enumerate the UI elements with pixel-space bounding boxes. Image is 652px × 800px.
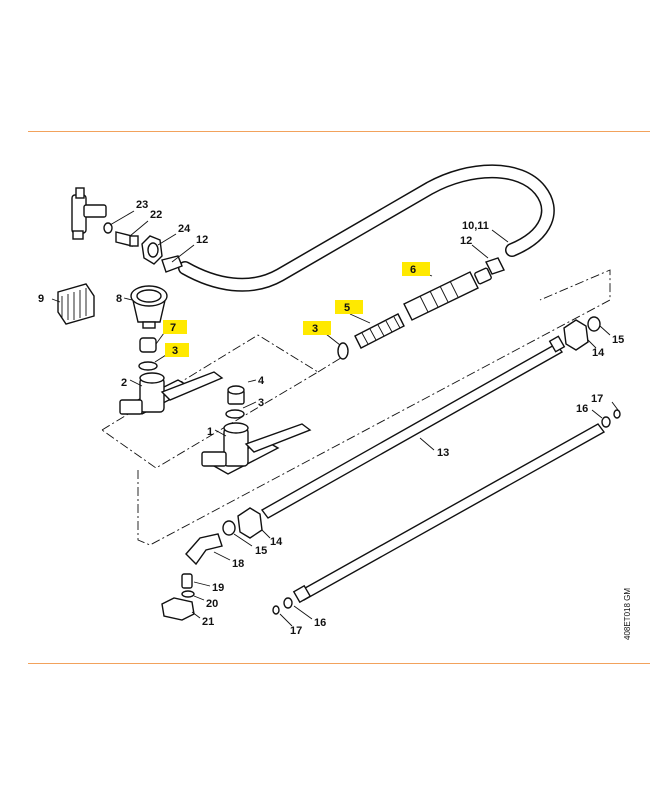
callout-9: 9	[38, 293, 44, 305]
drawing-code: 408ET018 GM	[623, 588, 632, 640]
hose-clamp-12a	[161, 255, 183, 273]
callout-14b: 14	[270, 536, 283, 548]
nut-14a	[563, 319, 589, 351]
callout-22: 22	[150, 209, 162, 221]
callout-15a: 15	[612, 334, 624, 346]
seal-15a	[587, 316, 601, 332]
highlight-7	[163, 320, 187, 334]
ring-16a	[601, 416, 611, 428]
seal-ring-23	[103, 222, 113, 234]
seal-20	[181, 590, 195, 598]
callout-7: 7	[170, 322, 176, 334]
callout-13: 13	[437, 447, 449, 459]
filter-5	[354, 313, 405, 349]
callout-3b: 3	[312, 323, 318, 335]
callout-12b: 12	[460, 235, 472, 247]
nipple-22	[115, 231, 139, 247]
valve-1	[201, 422, 312, 475]
elbow-18	[185, 533, 223, 566]
leader-lines	[51, 210, 619, 627]
callout-23: 23	[136, 199, 148, 211]
assembly-outline-link	[317, 355, 345, 373]
assembly-outline-valves	[101, 334, 319, 469]
callout-16b: 16	[314, 617, 326, 629]
callout-1: 1	[207, 426, 213, 438]
highlight-3b	[303, 321, 331, 335]
top-divider	[28, 131, 650, 132]
callout-14a: 14	[592, 347, 605, 359]
spray-lance-13	[260, 335, 566, 519]
callout-3c: 3	[258, 397, 264, 409]
leader-13	[419, 437, 435, 451]
plug-4	[227, 385, 245, 405]
hose-clamp-12b	[485, 257, 505, 275]
ring-17b	[272, 605, 280, 615]
assembly-outline-main	[137, 269, 611, 546]
callout-5: 5	[344, 302, 350, 314]
callout-24: 24	[178, 223, 191, 235]
valve-2	[119, 371, 224, 415]
callout-17b: 17	[290, 625, 302, 637]
nut-21	[161, 597, 195, 621]
nut-24	[141, 235, 163, 265]
callout-6: 6	[410, 264, 416, 276]
callout-labels: 23 22 24 12 10,11 12 6 9 8 7 3 5 3 2 4 3…	[38, 199, 624, 637]
highlight-6	[402, 262, 430, 276]
o-ring-3a	[138, 361, 158, 371]
callout-16a: 16	[576, 403, 588, 415]
nipple-19	[181, 573, 193, 589]
callout-19: 19	[212, 582, 224, 594]
callout-20: 20	[206, 598, 218, 610]
o-ring-3c	[225, 409, 245, 419]
union-nut-9	[57, 283, 95, 325]
callout-18: 18	[232, 558, 244, 570]
callout-3a: 3	[172, 345, 178, 357]
ring-16b	[283, 597, 293, 609]
callout-8: 8	[116, 293, 122, 305]
ring-17a	[613, 409, 621, 419]
seal-15b	[222, 520, 236, 536]
callout-2: 2	[121, 377, 127, 389]
callout-10-11: 10,11	[462, 220, 489, 232]
bottom-divider	[28, 663, 650, 664]
tee-fitting	[71, 187, 107, 240]
callout-12a: 12	[196, 234, 208, 246]
callout-4: 4	[258, 375, 265, 387]
pressure-gauge-8	[130, 285, 168, 329]
callout-17a: 17	[591, 393, 603, 405]
nut-14b	[237, 507, 263, 539]
callout-highlights	[163, 262, 430, 357]
highlight-3a	[165, 343, 189, 357]
callout-15b: 15	[255, 545, 267, 557]
highlight-5	[335, 300, 363, 314]
connector-6	[403, 267, 492, 321]
callout-21: 21	[202, 616, 214, 628]
extension-tube	[292, 423, 606, 604]
o-ring-3b	[337, 342, 349, 360]
adapter-7	[139, 337, 157, 353]
